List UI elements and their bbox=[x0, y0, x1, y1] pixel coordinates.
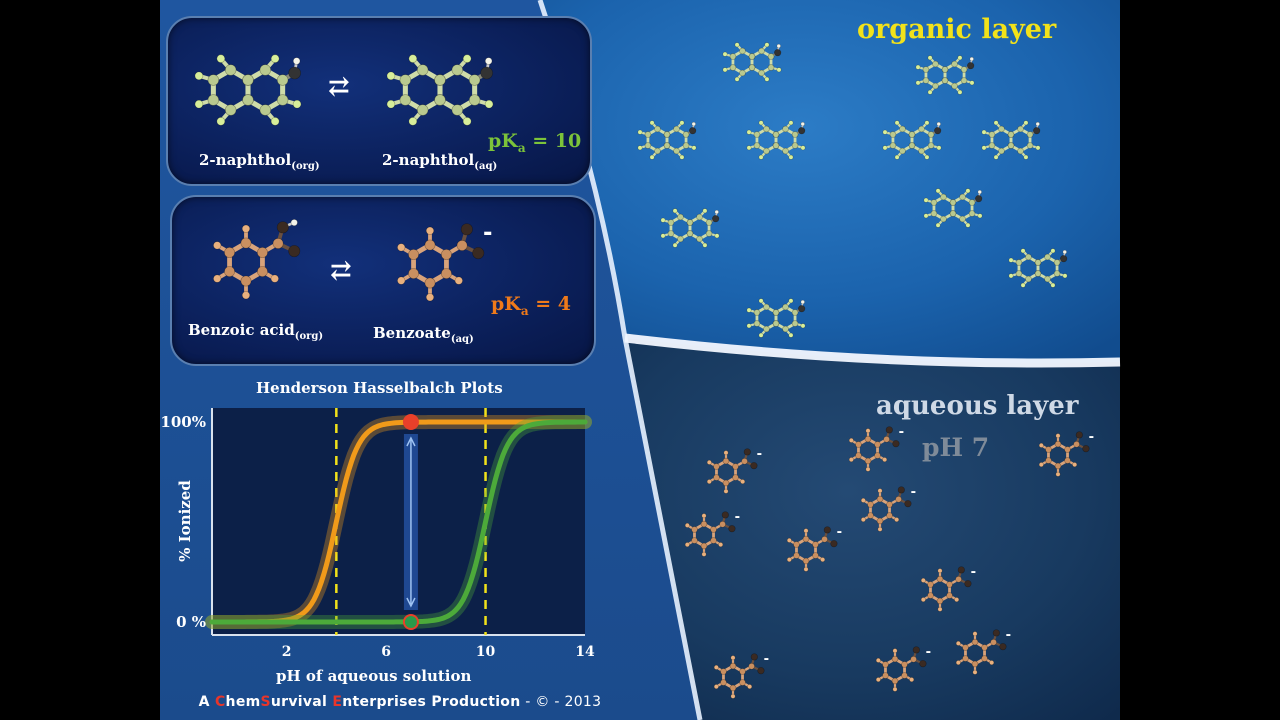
benzoic-acid-label: Benzoic acid(org) bbox=[188, 321, 324, 342]
organic-naphthol-molecule bbox=[746, 120, 806, 160]
benzoic-pka: pKa = 4 bbox=[491, 293, 571, 318]
naphthol-organic-molecule bbox=[194, 54, 302, 126]
organic-naphthol-molecule bbox=[722, 42, 782, 82]
anion-charge-label: - bbox=[899, 425, 904, 440]
aqueous-ph-label: pH 7 bbox=[922, 433, 990, 462]
x-tick-label: 10 bbox=[476, 644, 496, 660]
anion-charge-label: - bbox=[837, 525, 842, 540]
aqueous-layer-region bbox=[625, 338, 1120, 720]
naphthol-pka: pKa = 10 bbox=[488, 130, 582, 155]
aqueous-benzoate-molecule: - bbox=[848, 425, 904, 472]
anion-charge-label: - bbox=[757, 447, 762, 462]
equilibrium-arrows-2: ⇄ bbox=[330, 256, 352, 286]
naphthol-aqueous-molecule bbox=[386, 54, 494, 126]
organic-naphthol-molecule bbox=[882, 120, 942, 160]
aqueous-benzoate-molecule: - bbox=[1038, 430, 1094, 477]
chart-xlabel: pH of aqueous solution bbox=[276, 667, 472, 685]
aqueous-benzoate-molecule: - bbox=[860, 485, 916, 532]
aqueous-benzoate-molecule: - bbox=[786, 525, 842, 572]
organic-naphthol-molecule bbox=[981, 120, 1041, 160]
aqueous-layer-title: aqueous layer bbox=[876, 391, 1079, 421]
chart-title: Henderson Hasselbalch Plots bbox=[256, 379, 503, 397]
aqueous-benzoate-molecule: - bbox=[684, 510, 740, 557]
x-tick-label: 6 bbox=[381, 644, 391, 660]
organic-naphthol-molecule bbox=[746, 298, 806, 338]
anion-charge-label: - bbox=[1089, 430, 1094, 445]
organic-layer-title: organic layer bbox=[857, 14, 1057, 45]
organic-naphthol-molecule bbox=[1008, 248, 1068, 288]
aqueous-benzoate-molecule: - bbox=[706, 447, 762, 494]
naphthol-reaction-panel bbox=[166, 16, 592, 186]
organic-naphthol-molecule bbox=[660, 208, 720, 248]
footer-credit: A ChemSurvival Enterprises Production - … bbox=[198, 694, 602, 710]
aqueous-benzoate-molecule: - bbox=[955, 628, 1011, 675]
naphthol-aq-label: 2-naphthol(aq) bbox=[382, 151, 498, 172]
y-tick-label: 0 % bbox=[176, 613, 206, 631]
aqueous-benzoate-molecule: - bbox=[713, 652, 769, 699]
x-tick-label: 2 bbox=[282, 644, 292, 660]
arrow-head-up bbox=[406, 436, 416, 447]
anion-charge-label: - bbox=[483, 220, 492, 246]
x-tick-label: 14 bbox=[575, 644, 595, 660]
aqueous-benzoate-molecule: - bbox=[875, 645, 931, 692]
chart-plot-area bbox=[212, 408, 585, 635]
benzoate-molecule: - bbox=[397, 220, 492, 302]
anion-charge-label: - bbox=[1006, 628, 1011, 643]
chart-marker bbox=[402, 614, 419, 630]
anion-charge-label: - bbox=[911, 485, 916, 500]
series-line bbox=[209, 419, 588, 625]
anion-charge-label: - bbox=[764, 652, 769, 667]
aqueous-benzoate-molecule: - bbox=[920, 565, 976, 612]
naphthol-org-label: 2-naphthol(org) bbox=[199, 151, 320, 172]
anion-charge-label: - bbox=[735, 510, 740, 525]
organic-layer-region bbox=[540, 0, 1120, 363]
chart-marker bbox=[402, 414, 419, 430]
organic-naphthol-molecule bbox=[637, 120, 697, 160]
benzoic-acid-molecule bbox=[213, 219, 301, 300]
benzoate-label: Benzoate(aq) bbox=[373, 324, 474, 345]
anion-charge-label: - bbox=[926, 645, 931, 660]
organic-naphthol-molecule bbox=[915, 55, 975, 95]
y-tick-label: 100% bbox=[160, 413, 206, 431]
arrow-head-down bbox=[406, 597, 416, 608]
anion-charge-label: - bbox=[971, 565, 976, 580]
organic-naphthol-molecule bbox=[923, 188, 983, 228]
equilibrium-arrows-1: ⇄ bbox=[328, 72, 350, 102]
